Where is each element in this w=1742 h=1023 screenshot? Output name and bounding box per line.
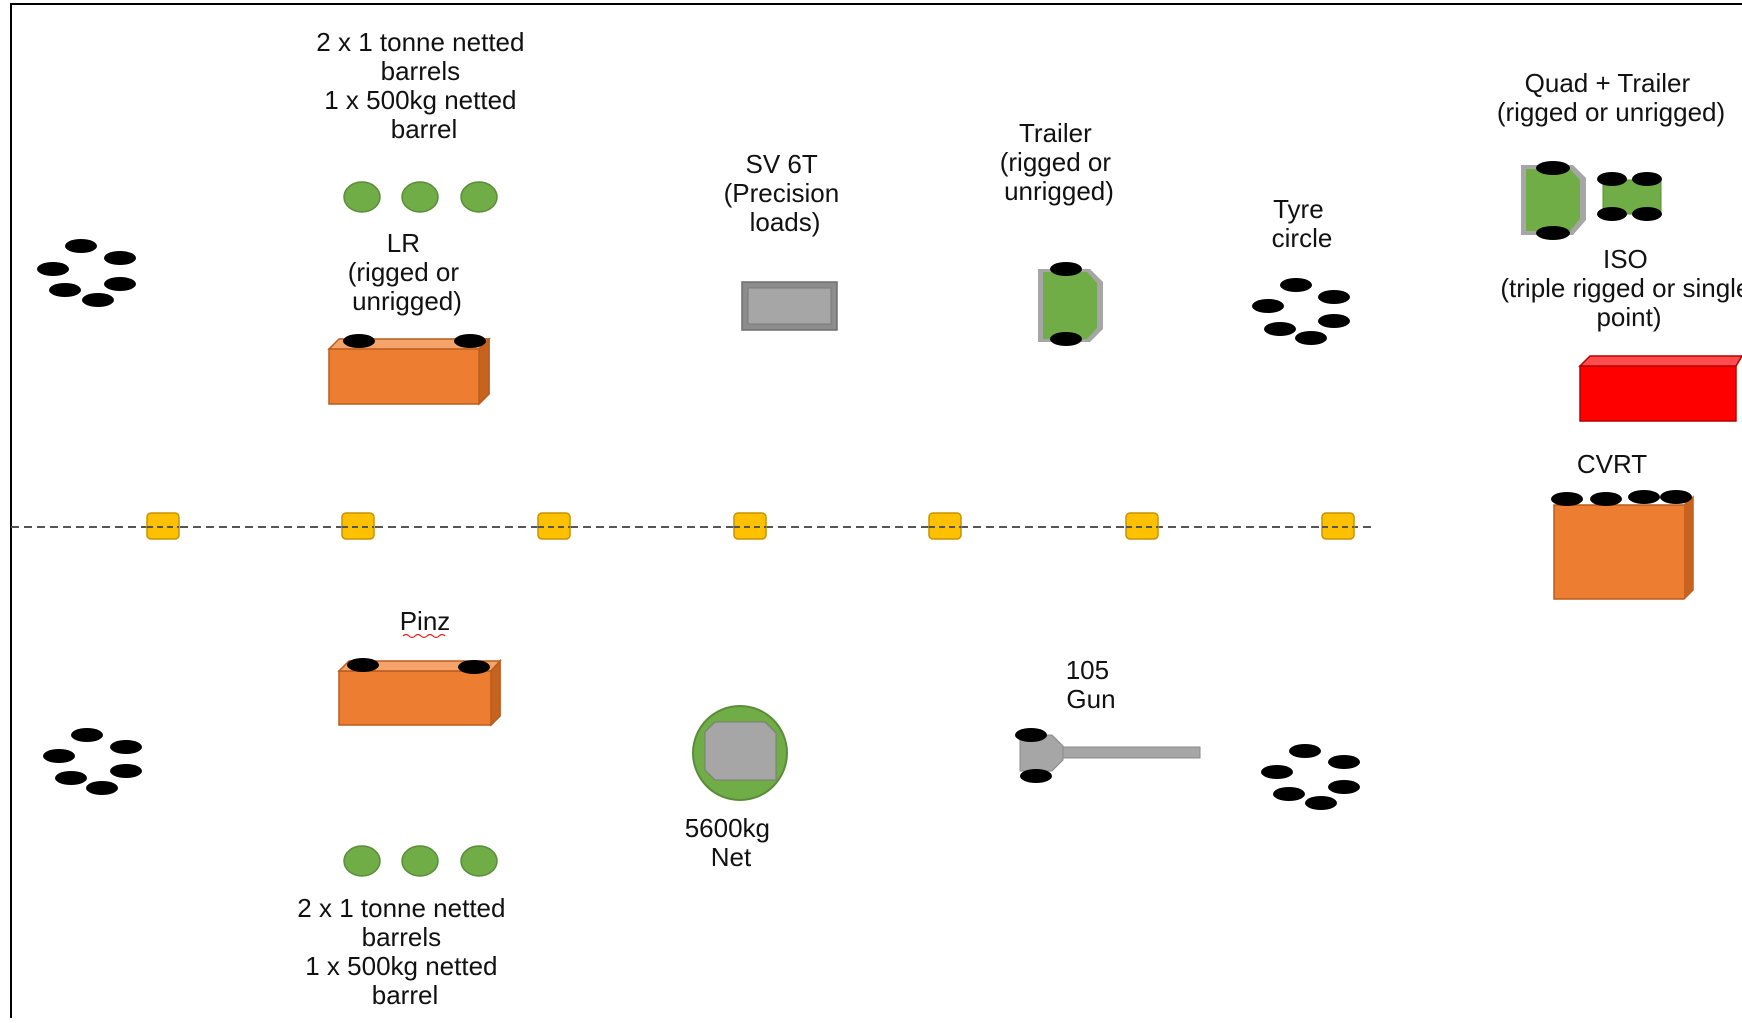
tyre-circle-icon xyxy=(37,239,136,307)
spellcheck-underline xyxy=(402,633,446,639)
net-5600kg xyxy=(692,705,788,801)
tyre-circle-icon xyxy=(1252,278,1350,345)
barrels-bottom-label: 2 x 1 tonne netted barrels 1 x 500kg net… xyxy=(297,893,512,1010)
trailer-vehicle xyxy=(1038,262,1103,346)
lr-vehicle xyxy=(327,334,491,406)
drop-zone-marker-icon xyxy=(341,512,375,540)
drop-zone-marker-icon xyxy=(146,512,180,540)
cvrt-label: CVRT xyxy=(1577,449,1647,479)
drop-zone-marker-icon xyxy=(733,512,767,540)
tyre-circle-icon xyxy=(43,728,142,795)
net-5600kg-label: 5600kg Net xyxy=(685,813,778,872)
marker-row xyxy=(146,512,1355,540)
drop-zone-marker-icon xyxy=(928,512,962,540)
drop-zone-marker-icon xyxy=(537,512,571,540)
pinz-vehicle xyxy=(337,658,502,727)
netted-barrel-icon xyxy=(343,181,498,213)
pinz-label: Pinz xyxy=(400,606,451,636)
gun-105 xyxy=(1015,728,1201,783)
trailer-label: Trailer (rigged or unrigged) xyxy=(1000,118,1119,206)
diagram-frame xyxy=(10,3,1742,1023)
sv6t-label: SV 6T (Precision loads) xyxy=(724,149,847,237)
netted-barrel-icon xyxy=(343,845,498,877)
cvrt-vehicle xyxy=(1551,490,1694,600)
lr-label: LR (rigged or unrigged) xyxy=(348,228,467,316)
sv6t-platform xyxy=(741,281,838,331)
tyre-circle-label: Tyre circle xyxy=(1272,194,1333,253)
quad-trailer-label: Quad + Trailer (rigged or unrigged) xyxy=(1497,68,1725,127)
drop-zone-marker-icon xyxy=(1321,512,1355,540)
iso-container xyxy=(1578,355,1742,422)
drop-zone-marker-icon xyxy=(1125,512,1159,540)
quad-trailer-vehicle xyxy=(1521,161,1662,240)
gun-105-label: 105 Gun xyxy=(1066,655,1117,714)
tyre-circle-icon xyxy=(1261,744,1360,810)
barrels-top-label: 2 x 1 tonne netted barrels 1 x 500kg net… xyxy=(316,27,531,144)
iso-label: ISO (triple rigged or single point) xyxy=(1500,244,1742,332)
